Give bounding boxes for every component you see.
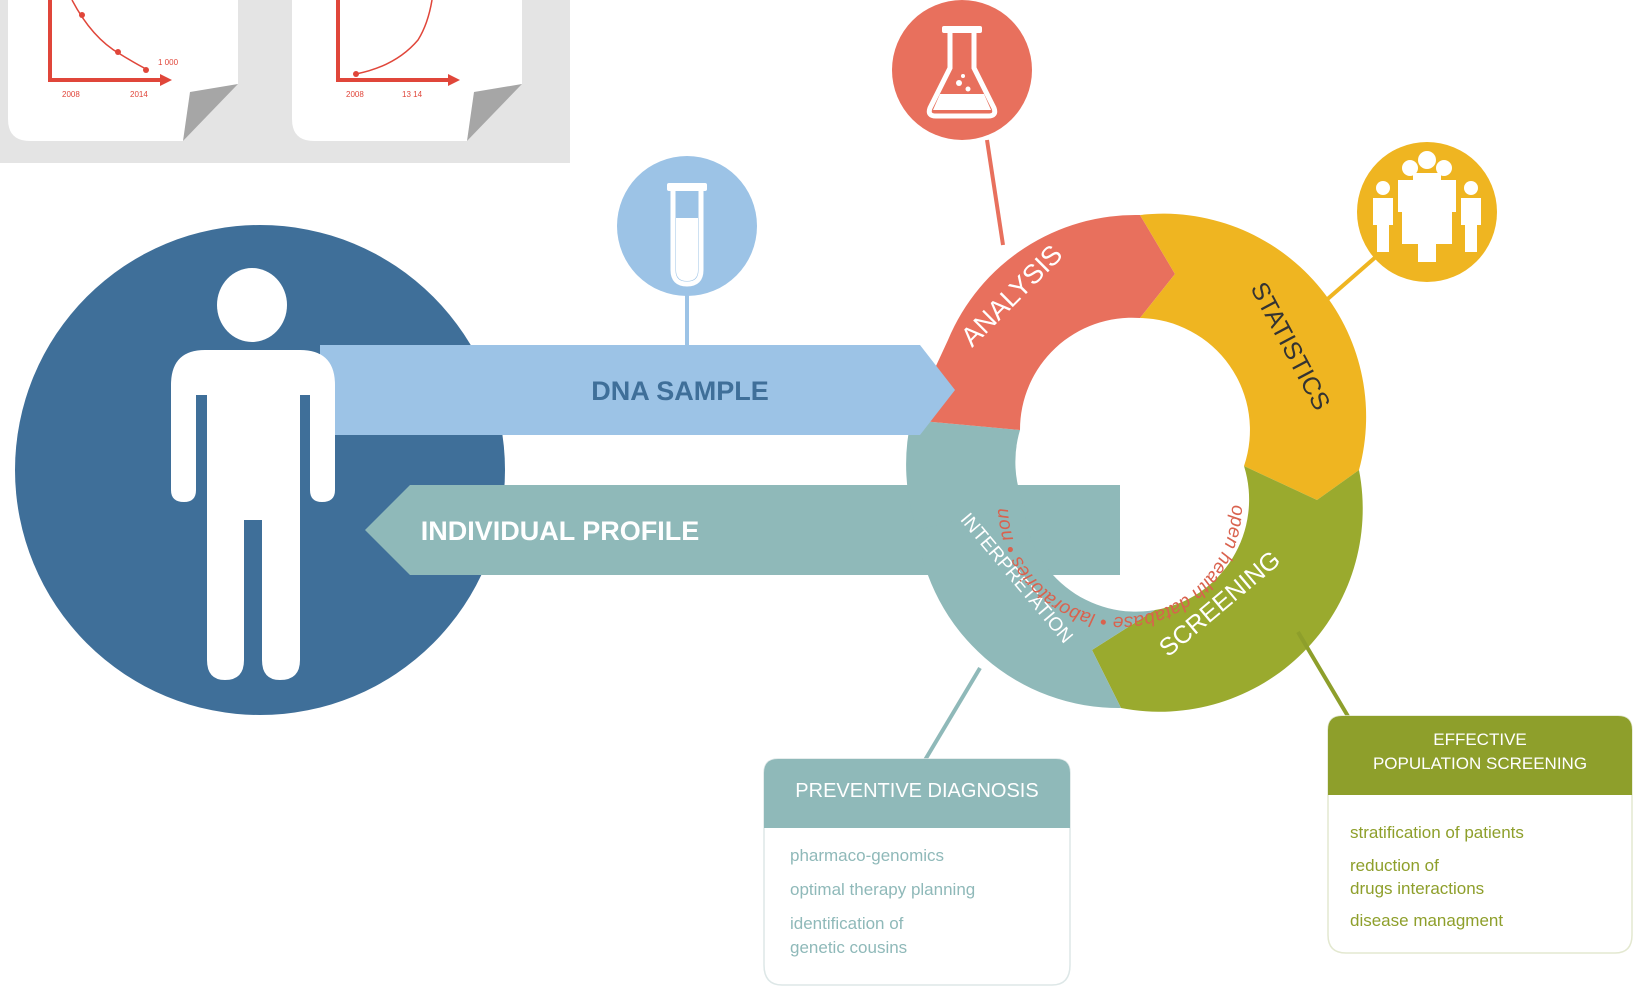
preventive-item: optimal therapy planning bbox=[790, 880, 976, 899]
mini-axis bbox=[336, 0, 448, 82]
ring-segment-interpretation bbox=[917, 505, 1155, 709]
mini-chart-card-2: 2008 13 14 bbox=[292, 0, 522, 141]
dna-sample-label: DNA SAMPLE bbox=[591, 376, 769, 406]
ring-segment-statistics bbox=[1140, 213, 1367, 500]
mini-point bbox=[79, 12, 85, 18]
page-curl-icon bbox=[183, 84, 238, 141]
population-screening-header bbox=[1328, 716, 1632, 795]
people-group-icon bbox=[1373, 151, 1481, 262]
mini-point bbox=[143, 67, 149, 73]
mini-x-end: 2014 bbox=[130, 90, 148, 99]
flask-icon bbox=[926, 26, 998, 119]
ring-segment-interpretation-upper bbox=[906, 420, 1024, 530]
mini-point bbox=[115, 49, 121, 55]
mini-chart-panel: 1 000 2008 2014 2008 13 14 bbox=[0, 0, 570, 163]
ring-segment-analysis bbox=[911, 214, 1175, 430]
flask-bubble bbox=[892, 0, 1032, 140]
connector-interpretation bbox=[923, 666, 982, 762]
preventive-item: genetic cousins bbox=[790, 938, 908, 957]
ring-segment-screening bbox=[1092, 466, 1363, 712]
dna-sample-band bbox=[320, 345, 955, 435]
population-screening-title-line2: POPULATION SCREENING bbox=[1372, 754, 1588, 773]
mini-point-label: 1 000 bbox=[158, 58, 179, 67]
mini-point bbox=[353, 71, 359, 77]
population-item: drugs interactions bbox=[1350, 879, 1485, 898]
connector-statistics bbox=[1313, 253, 1380, 312]
connector-analysis bbox=[985, 139, 1005, 246]
connector-screening bbox=[1296, 630, 1354, 725]
population-item: disease managment bbox=[1350, 911, 1504, 930]
preventive-diagnosis-header bbox=[764, 759, 1070, 828]
population-screening-card bbox=[1327, 715, 1633, 954]
mini-axis bbox=[48, 0, 160, 82]
population-item: reduction of bbox=[1350, 856, 1439, 875]
individual-profile-label: INDIVIDUAL PROFILE bbox=[421, 516, 700, 546]
people-bubble bbox=[1357, 142, 1497, 282]
process-ring bbox=[906, 213, 1367, 712]
preventive-item: pharmaco-genomics bbox=[790, 846, 945, 865]
preventive-diagnosis-title: PREVENTIVE DIAGNOSIS bbox=[795, 780, 1039, 802]
mini-chart-card-1: 1 000 2008 2014 bbox=[8, 0, 238, 141]
population-screening-title-line1: EFFECTIVE bbox=[1433, 730, 1527, 749]
population-item: stratification of patients bbox=[1350, 823, 1524, 842]
test-tube-bubble bbox=[617, 156, 757, 296]
test-tube-icon bbox=[667, 183, 707, 287]
preventive-diagnosis-card bbox=[763, 758, 1071, 986]
page-curl-icon bbox=[467, 84, 522, 141]
mini-x-end: 13 14 bbox=[402, 90, 423, 99]
mini-x-start: 2008 bbox=[346, 90, 364, 99]
preventive-item: identification of bbox=[790, 914, 904, 933]
person-icon bbox=[171, 268, 335, 680]
mini-x-start: 2008 bbox=[62, 90, 80, 99]
mini-curve bbox=[355, 0, 433, 75]
